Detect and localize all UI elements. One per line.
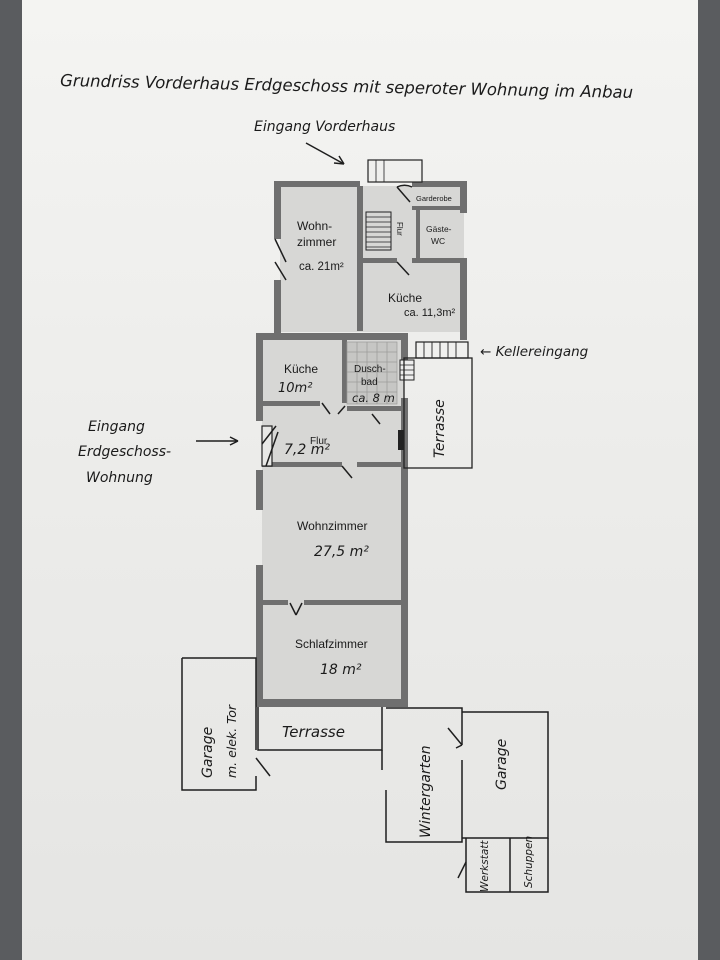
kellereingang-stairs [415, 341, 469, 359]
label-wohnzimmer-vh-area: ca. 21m² [299, 261, 344, 273]
entrance-steps [367, 159, 423, 183]
label-garage-left-1: Garage [200, 727, 216, 778]
garage-right [462, 711, 549, 839]
wall-garderobe [412, 206, 462, 210]
wall-vh-top-left [274, 181, 360, 187]
door-kueche-vh [396, 261, 410, 276]
wall-vh-left-lower [274, 280, 281, 334]
door-wohnzimmer-vh [274, 238, 287, 281]
werkstatt-schuppen [465, 838, 549, 893]
label-wohnzimmer-eg-area: 27,5 m² [314, 544, 369, 560]
terrasse-bottom [257, 707, 383, 751]
label-schlafzimmer-area: 18 m² [320, 662, 362, 678]
label-schuppen: Schuppen [523, 836, 535, 888]
shower-tiles [346, 341, 398, 405]
wall-anbau-left-upper [256, 333, 263, 421]
vorderhaus-block: Wohn- zimmer ca. 21m² Flur Garderobe Gäs… [274, 159, 467, 340]
wintergarten-door [447, 727, 463, 746]
label-duschbad-2: bad [361, 377, 378, 388]
wall-wohn-schlaf-left [262, 600, 288, 605]
label-kueche-vh-area: ca. 11,3m² [404, 307, 455, 319]
wall-kueche-bad [342, 338, 347, 403]
staircase-vh [365, 211, 392, 251]
anbau-block: Küche 10m² Dusch- bad ca. 8 m Flur 7,2 m… [256, 333, 415, 707]
door-bad-flur [371, 413, 381, 425]
label-kueche-eg: Küche [284, 362, 318, 376]
wall-kueche-top-left [363, 258, 397, 263]
wintergarten [385, 707, 463, 843]
label-kellereingang: ← Kellereingang [480, 344, 589, 360]
arrow-eingang-vorderhaus [305, 142, 345, 165]
staircase-vh-steps [366, 216, 391, 248]
wall-vh-interior-vertical [357, 186, 363, 331]
label-eingang-eg-1: Eingang [88, 419, 145, 435]
terrasse-right [403, 357, 473, 469]
wall-gaeste-wc [416, 206, 420, 262]
wall-bad-flur [347, 406, 403, 411]
wall-vh-left-upper [274, 181, 281, 239]
label-duschbad-area: ca. 8 m [352, 391, 395, 405]
arrow-eingang-eg [196, 436, 239, 446]
door-front [396, 184, 413, 203]
wall-vh-top-right [412, 181, 466, 187]
label-wohnzimmer-vh-1: Wohn- [297, 219, 332, 233]
label-terrasse-right: Terrasse [432, 399, 448, 458]
wall-vh-right-upper [460, 181, 467, 213]
wall-kueche-top-right [412, 258, 462, 263]
label-terrasse-bottom: Terrasse [282, 723, 345, 741]
label-gaeste-wc-1: Gäste- [426, 224, 452, 234]
entrance-steps-lines [375, 160, 385, 182]
label-wintergarten: Wintergarten [418, 745, 434, 838]
wall-vh-right-lower [460, 258, 467, 340]
garage-left-door [255, 757, 271, 777]
wall-anbau-bottom [256, 699, 408, 707]
door-schlafzimmer [289, 602, 303, 616]
label-schlafzimmer: Schlafzimmer [295, 637, 368, 651]
label-kueche-eg-area: 10m² [278, 381, 312, 396]
door-kueche-flur [321, 402, 346, 415]
wall-flur-wohnzimmer-right [357, 462, 403, 467]
label-duschbad-1: Dusch- [354, 364, 386, 375]
wall-anbau-left-lower [256, 565, 263, 705]
label-gaeste-wc-2: WC [431, 236, 445, 246]
label-wohnzimmer-vh-2: zimmer [297, 235, 336, 249]
wall-flur-wohnzimmer-left [262, 462, 342, 467]
label-flur-eg-area: 7,2 m² [284, 442, 330, 458]
label-flur-eg: Flur [310, 436, 328, 447]
steps-anbau-lines [400, 364, 414, 376]
label-eingang-eg-2: Erdgeschoss- [78, 444, 171, 460]
door-terrasse [398, 430, 404, 450]
werkstatt-door [457, 861, 467, 879]
label-garderobe: Garderobe [416, 194, 452, 203]
plan-title: Grundriss Vorderhaus Erdgeschoss mit sep… [60, 71, 633, 102]
wall-anbau-right-lower [401, 398, 408, 706]
door-eingang-eg-swing [261, 425, 279, 467]
door-eingang-eg [261, 425, 273, 467]
label-eingang-vorderhaus: Eingang Vorderhaus [254, 119, 395, 135]
wall-wohn-schlaf-right [304, 600, 403, 605]
garage-left [181, 657, 257, 791]
label-garage-right: Garage [494, 739, 510, 790]
label-kueche-vh: Küche [388, 291, 422, 305]
label-garage-left-2: m. elek. Tor [224, 704, 239, 778]
wall-anbau-top [256, 333, 406, 340]
wall-anbau-right-upper [401, 333, 408, 378]
wall-kueche-flur [262, 401, 320, 406]
label-wohnzimmer-eg: Wohnzimmer [297, 519, 367, 533]
label-eingang-eg-3: Wohnung [86, 470, 153, 486]
label-werkstatt: Werkstatt [479, 840, 491, 892]
door-wohnzimmer-eg [341, 465, 353, 479]
label-flur-vh: Flur [395, 222, 404, 236]
wall-anbau-left-mid [256, 470, 263, 510]
